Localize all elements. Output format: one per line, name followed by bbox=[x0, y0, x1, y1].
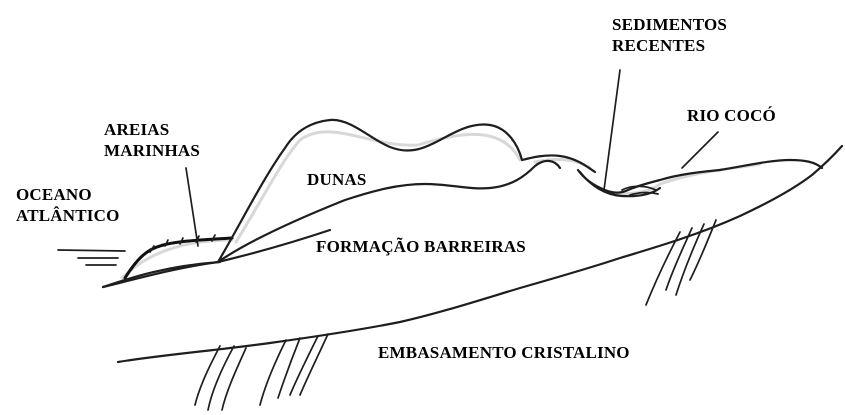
dunes-surface bbox=[216, 118, 597, 264]
label-marine-sands-line2: MARINHAS bbox=[104, 141, 201, 160]
label-recent-sediments-line1: SEDIMENTOS bbox=[612, 15, 728, 34]
fracture-line bbox=[277, 337, 301, 399]
label-basement: EMBASAMENTO CRISTALINO bbox=[378, 343, 630, 362]
fracture-line bbox=[665, 227, 693, 291]
label-recent-sediments: SEDIMENTOS RECENTES bbox=[612, 14, 727, 56]
label-river: RIO COCÓ bbox=[687, 106, 776, 125]
dunes-base bbox=[216, 159, 562, 264]
formation-contacts bbox=[101, 144, 844, 364]
label-marine-sands-line1: AREIAS bbox=[104, 120, 170, 139]
river-channel-bed bbox=[629, 191, 659, 196]
sedimentos-leader bbox=[603, 69, 621, 191]
label-marine-sands: AREIAS MARINHAS bbox=[104, 119, 200, 161]
label-dunes: DUNAS bbox=[307, 170, 367, 189]
fracture-line bbox=[194, 345, 221, 406]
ocean-water bbox=[57, 249, 126, 266]
basement-fractures-left bbox=[194, 333, 329, 411]
basement-fractures-right bbox=[645, 219, 717, 306]
basement-contact bbox=[116, 144, 844, 364]
sea-surface-line bbox=[57, 249, 126, 252]
label-ocean: OCEANO ATLÂNTICO bbox=[16, 184, 120, 226]
label-ocean-line1: OCEANO bbox=[16, 185, 92, 204]
fracture-line bbox=[289, 335, 319, 396]
barreiras-upper-surface bbox=[101, 260, 220, 289]
river-channel bbox=[621, 185, 657, 191]
river-valley bbox=[576, 158, 824, 198]
label-ocean-line2: ATLÂNTICO bbox=[16, 206, 120, 225]
dunes-body bbox=[216, 118, 597, 264]
fracture-line bbox=[675, 223, 705, 296]
label-barreiras: FORMAÇÃO BARREIRAS bbox=[316, 237, 526, 256]
fracture-line bbox=[299, 333, 329, 396]
beach-surface bbox=[123, 236, 234, 280]
fracture-line bbox=[259, 339, 287, 406]
fracture-line bbox=[221, 347, 247, 411]
fracture-line bbox=[207, 345, 235, 411]
fracture-line bbox=[645, 231, 681, 306]
valley-surface bbox=[576, 158, 824, 194]
fracture-line bbox=[689, 219, 717, 281]
leader-lines bbox=[185, 69, 719, 247]
barreiras-top bbox=[216, 228, 332, 264]
label-recent-sediments-line2: RECENTES bbox=[612, 36, 706, 55]
areias-leader bbox=[185, 167, 199, 247]
beach-hatching bbox=[149, 234, 216, 253]
rio-leader bbox=[681, 131, 719, 169]
